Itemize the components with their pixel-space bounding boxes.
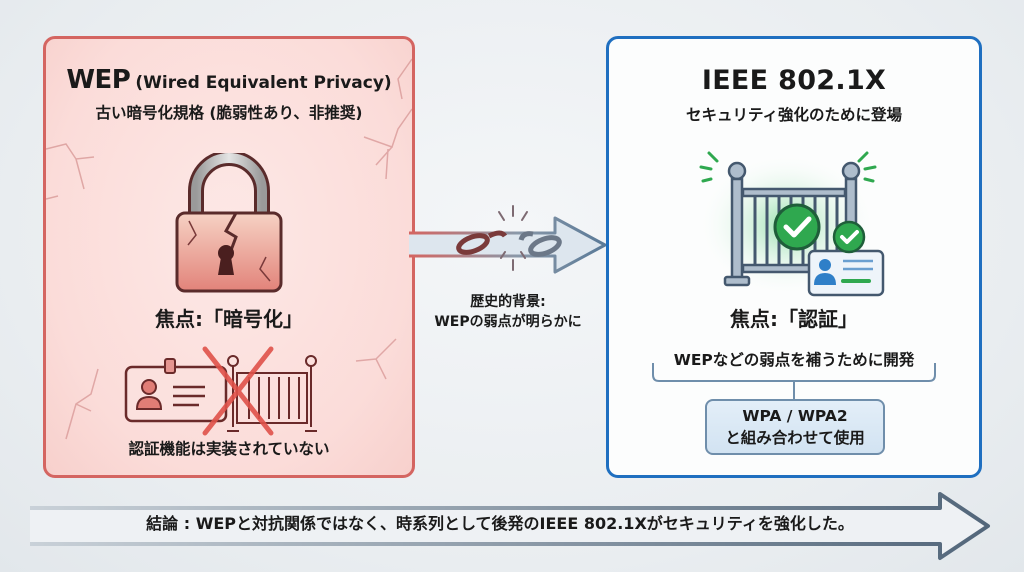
historical-background: 歴史的背景: WEPの弱点が明らかに xyxy=(418,292,598,332)
secure-gate-illustration xyxy=(697,151,885,297)
transition-connector xyxy=(409,205,607,274)
bracket-connector xyxy=(652,363,936,399)
no-authentication-illustration xyxy=(124,346,317,436)
history-text: WEPの弱点が明らかに xyxy=(434,314,582,330)
history-label: 歴史的背景: xyxy=(470,294,546,310)
wpa-label: WPA / WPA2 xyxy=(742,407,848,425)
wpa-combination-box: WPA / WPA2 と組み合わせて使用 xyxy=(705,399,885,455)
check-icon xyxy=(773,203,821,251)
id-card-icon xyxy=(124,358,228,423)
ieee-focus: 焦点:「認証」 xyxy=(730,307,858,331)
ieee-title: IEEE 802.1X xyxy=(701,65,887,96)
wep-full-name: (Wired Equivalent Privacy) xyxy=(135,73,392,93)
ieee-development-note: WEPなどの弱点を補うために開発 xyxy=(673,351,915,369)
broken-padlock-icon xyxy=(175,153,283,293)
wep-note: 認証機能は実装されていない xyxy=(128,440,330,458)
id-card-icon xyxy=(807,249,885,297)
arrow-right-icon xyxy=(409,216,607,274)
conclusion-text: 結論 : WEPと対抗関係ではなく、時系列として後発のIEEE 802.1Xがセ… xyxy=(146,514,854,533)
crack-decoration-icon xyxy=(46,58,412,440)
broken-chain-icon xyxy=(456,205,562,271)
check-icon xyxy=(832,220,866,254)
ieee-8021x-panel: IEEE 802.1X セキュリティ強化のために登場 xyxy=(606,36,982,478)
wep-acronym: WEP xyxy=(66,65,131,95)
ieee-subtitle: セキュリティ強化のために登場 xyxy=(685,106,903,124)
arrow-right-icon xyxy=(30,492,990,560)
wep-focus: 焦点:「暗号化」 xyxy=(155,307,303,331)
cross-icon xyxy=(202,346,274,436)
wep-panel: WEP (Wired Equivalent Privacy) 古い暗号化規格 (… xyxy=(43,36,415,478)
wpa-usage: と組み合わせて使用 xyxy=(725,429,865,447)
wep-title: WEP (Wired Equivalent Privacy) xyxy=(46,65,412,95)
wep-subtitle: 古い暗号化規格 (脆弱性あり、非推奨) xyxy=(95,104,363,122)
